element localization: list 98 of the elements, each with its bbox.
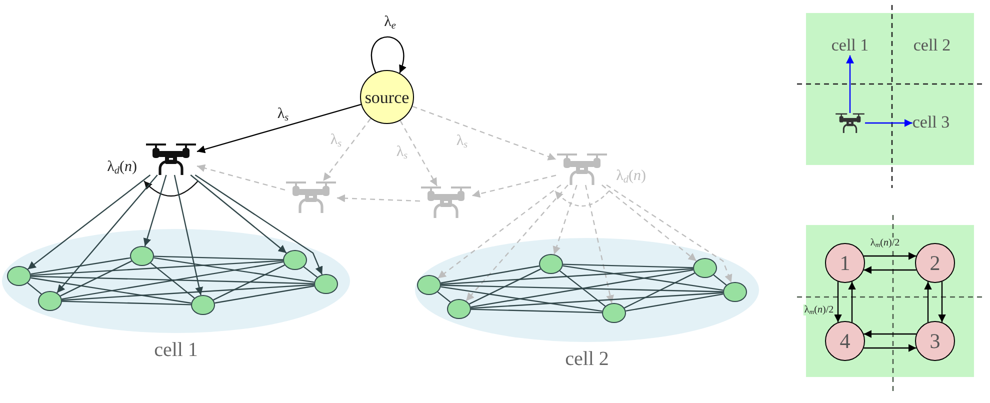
node-circle — [7, 266, 31, 286]
connector-line — [440, 268, 694, 285]
dashed-arrow — [438, 184, 562, 279]
node-circle — [447, 299, 471, 319]
drone-icon — [420, 186, 472, 218]
connector-line — [27, 282, 42, 295]
drone-icon — [835, 113, 865, 133]
connector-line — [60, 260, 132, 296]
dashed-arrow — [472, 174, 556, 198]
arrow — [174, 174, 204, 296]
connector-line — [440, 284, 724, 292]
state-circle: 4 — [825, 321, 865, 361]
arrow — [194, 174, 323, 275]
arrow — [848, 282, 856, 322]
arrow — [924, 282, 932, 322]
arrow — [865, 119, 912, 127]
drone-icon — [285, 181, 337, 213]
connector-line — [150, 262, 195, 299]
arrow — [864, 252, 916, 260]
connector-line — [30, 257, 130, 275]
connector-line — [437, 291, 451, 303]
edge-label: λ$_{s}$ — [395, 144, 409, 160]
connector-line — [30, 277, 192, 304]
rate-label: λ$_{d}$(n) — [616, 168, 646, 184]
connector-line — [562, 264, 694, 268]
rate-label: λ$_{d}$(n) — [107, 158, 137, 176]
connector-line — [713, 274, 727, 286]
arrow — [56, 174, 158, 294]
dashed-arrow — [196, 164, 286, 191]
node-circle — [283, 250, 307, 270]
state-circle: 1 — [825, 243, 865, 283]
connector-line — [559, 270, 606, 307]
node-circle — [602, 303, 626, 323]
node-circle — [723, 282, 747, 302]
dashed-arrow — [466, 184, 568, 302]
connector-line — [303, 266, 318, 278]
connector-line — [470, 292, 724, 309]
arrow — [864, 330, 916, 338]
node-circle — [38, 291, 62, 311]
dashed-arrow — [584, 184, 614, 304]
connector-line — [30, 260, 284, 276]
arrow — [190, 174, 287, 254]
edge-label: λ$_{s}$ — [329, 132, 343, 148]
connector-line — [470, 269, 694, 308]
connector-line — [469, 268, 541, 304]
loop-arrow — [371, 36, 406, 74]
cell-label: cell 3 — [912, 114, 950, 132]
grid-panel — [806, 13, 974, 165]
connector-line — [626, 293, 724, 312]
cell-label: cell 2 — [565, 348, 609, 370]
node-circle — [130, 246, 154, 266]
dashed-arrow — [606, 184, 732, 283]
edge-label: λ$_{s}$ — [455, 132, 469, 150]
dashed-arrow — [322, 118, 372, 182]
state-circle: 3 — [915, 321, 955, 361]
arrow — [864, 344, 916, 352]
drone-icon — [556, 153, 608, 185]
arrow — [834, 282, 842, 322]
grid-panel — [806, 225, 974, 377]
connector-line — [214, 285, 314, 304]
dashed-arrow — [400, 120, 438, 186]
node-circle — [191, 295, 215, 315]
connector-line — [440, 265, 540, 284]
node-circle — [314, 274, 338, 294]
connector-line — [30, 276, 314, 284]
node-circle — [417, 275, 441, 295]
edge-label: λ$_{s}$ — [276, 106, 290, 122]
connector-line — [62, 300, 192, 306]
cell-label: cell 2 — [913, 36, 951, 56]
connector-line — [154, 256, 284, 260]
edge-label: λ$_{m}$(n)/2 — [869, 238, 901, 248]
arrow — [938, 282, 946, 322]
dashed-arrow — [602, 184, 697, 262]
node-circle — [539, 254, 563, 274]
edge-label: λ$_{e}$ — [383, 14, 397, 30]
node-circle — [693, 258, 717, 278]
cell-label: cell 1 — [831, 36, 869, 56]
arrow — [27, 174, 151, 270]
cell-label: cell 1 — [154, 339, 198, 361]
arrow — [143, 174, 167, 246]
arrow — [846, 55, 854, 113]
source-circle: source — [360, 70, 414, 124]
connector-line — [440, 286, 602, 312]
connector-line — [62, 284, 314, 301]
edge-label: λ$_{m}$(n)/2 — [803, 304, 835, 316]
connector-line — [562, 265, 724, 291]
connector-line — [62, 261, 284, 300]
dashed-arrow — [412, 106, 556, 160]
arrow — [864, 266, 916, 274]
connector-line — [154, 257, 314, 283]
connector-line — [624, 272, 695, 308]
arrow — [196, 104, 362, 154]
connector-line — [213, 264, 285, 300]
drone-icon — [145, 143, 197, 175]
dashed-arrow — [552, 184, 578, 255]
connector-line — [470, 308, 602, 314]
dashed-arrow — [336, 194, 420, 202]
state-circle: 2 — [915, 243, 955, 283]
